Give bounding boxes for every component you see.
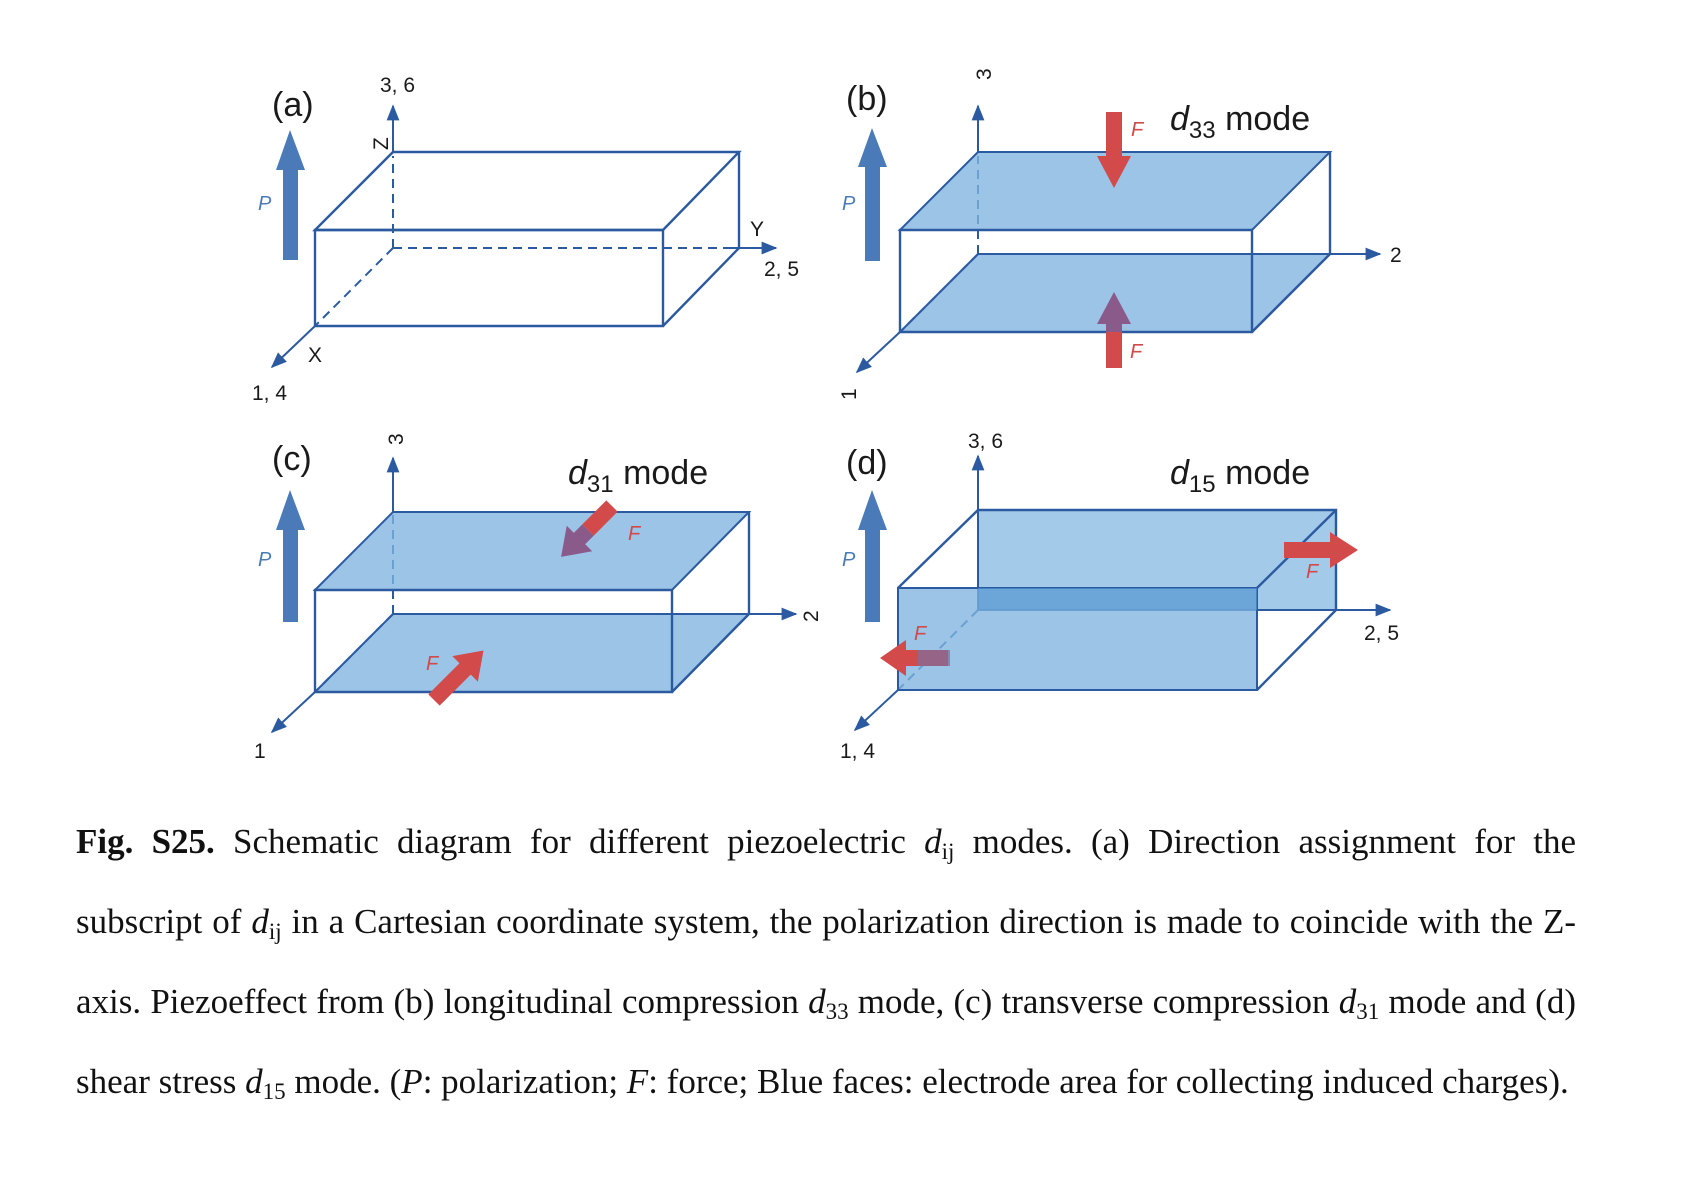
force-arrow-bottom-c bbox=[428, 650, 484, 706]
figure: (a) P Z 3, 6 Y 2, 5 X 1, 4 (b) P bbox=[252, 68, 1402, 763]
caption-p: P bbox=[401, 1062, 423, 1101]
force-arrow-top-c bbox=[561, 500, 618, 557]
polarization-arrow-d bbox=[858, 490, 887, 622]
caption-text-7: : polarization; bbox=[422, 1062, 627, 1101]
z-index-label-d: 3, 6 bbox=[968, 430, 1003, 453]
y-index-label-b: 2 bbox=[1390, 244, 1402, 267]
force-label-right-d: F bbox=[1306, 561, 1320, 583]
caption-text-6: mode. ( bbox=[285, 1062, 402, 1101]
caption-text-3: in a Cartesian coordinate system, the po… bbox=[76, 902, 1576, 1021]
mode-label-d: d15 mode bbox=[1170, 454, 1310, 498]
force-label-left-d: F bbox=[914, 623, 928, 645]
polarization-arrow-c bbox=[276, 490, 305, 622]
caption-d-3: d bbox=[808, 982, 826, 1021]
caption-text-4: mode, (c) transverse compression bbox=[848, 982, 1339, 1021]
x-axis-b bbox=[855, 331, 901, 374]
panel-d-label: (d) bbox=[846, 444, 888, 482]
y-index-label-a: 2, 5 bbox=[764, 258, 799, 281]
y-axis-label-a: Y bbox=[750, 218, 764, 241]
piezo-modes-diagram: (a) P Z 3, 6 Y 2, 5 X 1, 4 (b) P bbox=[252, 68, 1402, 763]
z-index-label-a: 3, 6 bbox=[380, 74, 415, 97]
y-index-label-c: 2 bbox=[800, 610, 823, 622]
x-axis-a bbox=[270, 325, 316, 369]
figure-label: Fig. S25. bbox=[76, 822, 215, 861]
x-index-label-c: 1 bbox=[254, 740, 266, 763]
x-axis-hidden-a bbox=[314, 247, 394, 327]
x-axis-hidden-b bbox=[899, 253, 979, 333]
overlap-band-d bbox=[978, 588, 1257, 610]
caption-d-1: d bbox=[924, 822, 942, 861]
x-axis-hidden-c bbox=[314, 613, 394, 693]
box-side-b bbox=[1251, 152, 1332, 333]
force-label-bottom-c: F bbox=[426, 653, 440, 675]
force-arrow-right-d bbox=[1284, 532, 1358, 568]
panel-c: (c) P F F d31 mode 3 2 1 bbox=[254, 433, 823, 763]
caption-sub-15: 15 bbox=[262, 1079, 286, 1104]
caption-text-8: : force; Blue faces: electrode area for … bbox=[648, 1062, 1569, 1101]
z-axis-label-a: Z bbox=[370, 137, 393, 150]
x-index-label-a: 1, 4 bbox=[252, 382, 287, 405]
panel-b-label: (b) bbox=[846, 80, 888, 118]
box-side-c bbox=[671, 512, 751, 693]
polarization-arrow-a bbox=[276, 130, 305, 260]
panel-d: (d) P F F d15 mode 3, bbox=[840, 430, 1399, 763]
box-front-a bbox=[313, 228, 665, 328]
mode-label-c: d31 mode bbox=[568, 454, 708, 498]
electrode-top-c bbox=[312, 511, 752, 591]
panel-a: (a) P Z 3, 6 Y 2, 5 X 1, 4 bbox=[252, 74, 799, 405]
box-side-a bbox=[662, 152, 741, 327]
force-label-top-c: F bbox=[628, 523, 642, 545]
y-index-label-d: 2, 5 bbox=[1364, 622, 1399, 645]
polarization-label-c: P bbox=[258, 549, 272, 571]
polarization-label-b: P bbox=[842, 193, 856, 215]
force-label-top-b: F bbox=[1131, 119, 1145, 141]
caption-sub-31: 31 bbox=[1356, 999, 1380, 1024]
caption-sub-33: 33 bbox=[825, 999, 849, 1024]
z-index-label-b: 3 bbox=[973, 68, 996, 80]
polarization-label-d: P bbox=[842, 549, 856, 571]
polarization-arrow-b bbox=[858, 128, 887, 261]
caption-d-4: d bbox=[1338, 982, 1357, 1021]
caption-text-2: modes. (a) Direction assignment for the … bbox=[76, 822, 1577, 941]
z-index-label-c: 3 bbox=[385, 433, 408, 445]
caption-f: F bbox=[626, 1062, 649, 1101]
x-index-label-d: 1, 4 bbox=[840, 740, 875, 763]
caption-sub-ij-2: ij bbox=[268, 919, 282, 944]
caption-d-2: d bbox=[251, 902, 269, 941]
caption-sub-ij-1: ij bbox=[941, 839, 955, 864]
box-top-a bbox=[312, 150, 742, 232]
panel-b: (b) P F F d33 mode 3 bbox=[838, 68, 1402, 400]
x-index-label-b: 1 bbox=[838, 388, 861, 400]
mode-label-b: d33 mode bbox=[1170, 100, 1310, 144]
caption-d-5: d bbox=[245, 1062, 263, 1101]
x-axis-d bbox=[853, 689, 899, 732]
force-arrow-left-d bbox=[880, 640, 950, 676]
polarization-label-a: P bbox=[258, 193, 272, 215]
caption-text-5: mode and (d) shear stress bbox=[76, 982, 1576, 1101]
force-arrow-top-b bbox=[1097, 112, 1131, 188]
figure-caption: Fig. S25. Schematic diagram for differen… bbox=[76, 804, 1576, 1124]
panel-c-label: (c) bbox=[272, 440, 312, 478]
force-arrow-bottom-b bbox=[1097, 292, 1131, 368]
caption-text-1: Schematic diagram for different piezoele… bbox=[214, 822, 925, 861]
x-axis-label-a: X bbox=[308, 344, 322, 367]
x-axis-c bbox=[270, 691, 316, 734]
panel-a-label: (a) bbox=[272, 86, 314, 124]
force-label-bottom-b: F bbox=[1130, 341, 1144, 363]
